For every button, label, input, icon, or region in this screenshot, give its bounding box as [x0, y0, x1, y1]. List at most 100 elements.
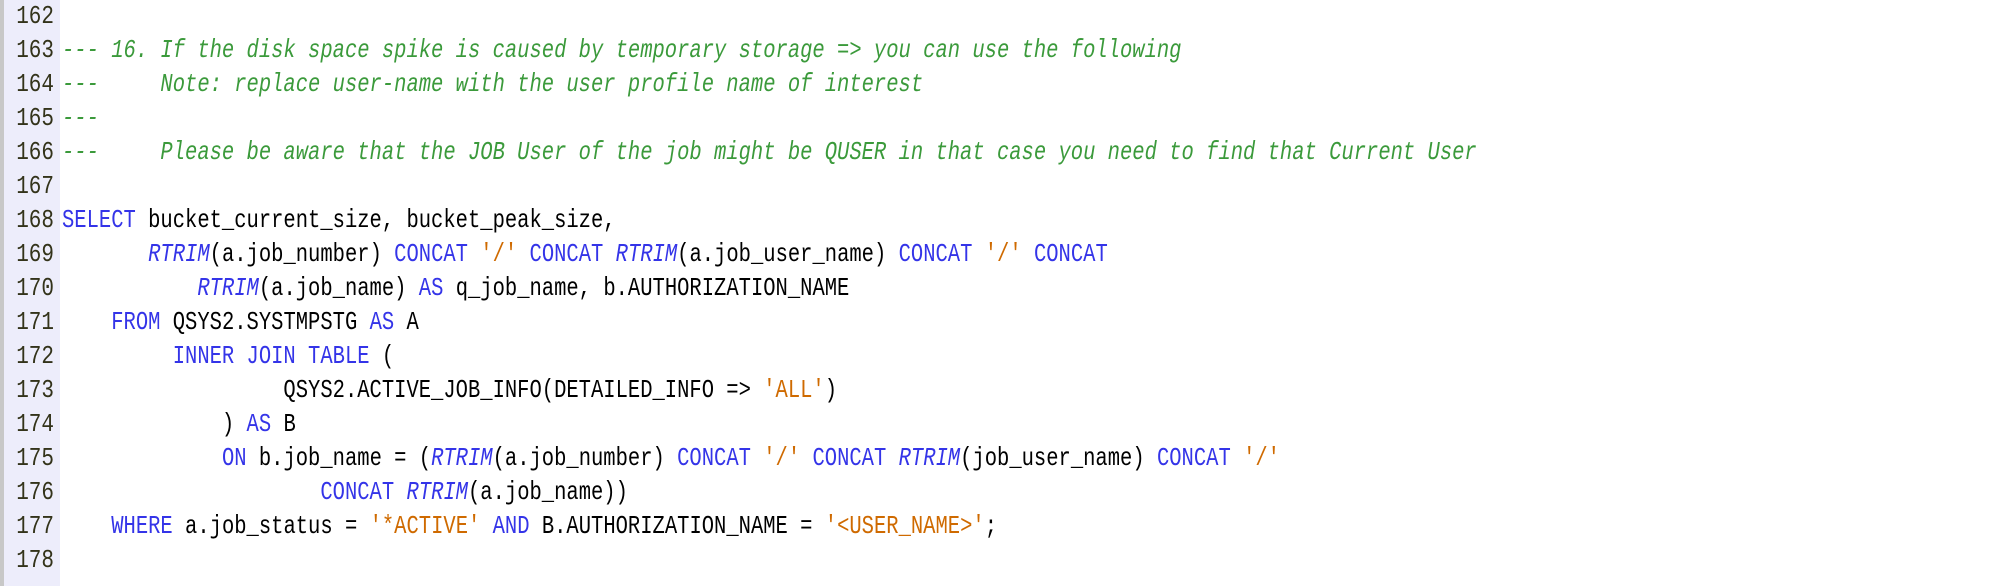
function-token: RTRIM	[197, 275, 259, 304]
line-code: INNER JOIN TABLE (	[62, 337, 394, 380]
code-text-token	[603, 241, 615, 270]
function-token: RTRIM	[406, 479, 468, 508]
keyword-token: AS	[418, 275, 444, 304]
line-number: 177	[16, 513, 54, 542]
line-number: 167	[16, 173, 54, 202]
comment-token: --- Please be aware that the JOB User of…	[62, 139, 1477, 168]
editor-border	[0, 0, 4, 586]
string-literal-token: '<USER_NAME>'	[824, 513, 985, 542]
code-line[interactable]: 164--- Note: replace user-name with the …	[0, 69, 2008, 103]
keyword-token: INNER JOIN TABLE	[172, 343, 370, 372]
code-line[interactable]: 169 RTRIM(a.job_number) CONCAT '/' CONCA…	[0, 239, 2008, 273]
code-text-token	[62, 241, 148, 270]
line-code: --- Note: replace user-name with the use…	[62, 65, 923, 108]
code-text-token: (a.job_name))	[467, 479, 628, 508]
function-token: RTRIM	[615, 241, 678, 270]
keyword-token: CONCAT	[898, 241, 973, 270]
code-text-token: QSYS2.ACTIVE_JOB_INFO(DETAILED_INFO =>	[62, 377, 764, 406]
code-text-token: a.job_status =	[172, 513, 370, 542]
keyword-token: CONCAT	[529, 241, 604, 270]
line-number: 170	[16, 275, 54, 304]
line-number: 172	[16, 343, 54, 372]
function-token: RTRIM	[898, 445, 961, 474]
line-number: 171	[16, 309, 54, 338]
comment-token: --- 16. If the disk space spike is cause…	[62, 37, 1182, 66]
code-text-token	[517, 241, 529, 270]
line-code: ---	[62, 99, 99, 142]
code-text-token: bucket_current_size, bucket_peak_size,	[135, 207, 616, 236]
code-text-token	[1022, 241, 1034, 270]
line-number: 162	[16, 3, 54, 32]
line-number-gutter	[4, 0, 60, 586]
line-number: 163	[16, 37, 54, 66]
line-code: WHERE a.job_status = '*ACTIVE' AND B.AUT…	[62, 507, 997, 550]
keyword-token: CONCAT	[1033, 241, 1108, 270]
code-line[interactable]: 171 FROM QSYS2.SYSTMPSTG AS A	[0, 307, 2008, 341]
code-text-token: q_job_name, b.AUTHORIZATION_NAME	[443, 275, 850, 304]
line-code: ) AS B	[62, 405, 296, 448]
code-line[interactable]: 178	[0, 545, 2008, 579]
code-line[interactable]: 162	[0, 1, 2008, 35]
code-text-token	[468, 241, 480, 270]
keyword-token: CONCAT	[320, 479, 395, 508]
code-text-token: )	[62, 411, 247, 440]
code-line[interactable]: 168 SELECT bucket_current_size, bucket_pe…	[0, 205, 2008, 239]
line-code: RTRIM(a.job_number) CONCAT '/' CONCAT RT…	[62, 235, 1108, 278]
line-code: --- Please be aware that the JOB User of…	[62, 133, 1477, 176]
code-line[interactable]: 170 RTRIM(a.job_name) AS q_job_name, b.A…	[0, 273, 2008, 307]
line-number: 175	[16, 445, 54, 474]
line-code: --- 16. If the disk space spike is cause…	[62, 31, 1181, 74]
code-line[interactable]: 175 ON b.job_name = ( RTRIM (a.job_number)…	[0, 443, 2008, 477]
keyword-token: CONCAT	[812, 445, 887, 474]
function-token: RTRIM	[148, 241, 210, 270]
keyword-token: CONCAT	[1156, 445, 1231, 474]
line-number: 168	[16, 207, 54, 236]
code-line[interactable]: 172 INNER JOIN TABLE (	[0, 341, 2008, 375]
code-text-token: b.job_name = (	[246, 445, 432, 474]
code-text-token: QSYS2.SYSTMPSTG	[160, 309, 370, 338]
line-code: CONCAT RTRIM(a.job_name))	[62, 473, 628, 516]
code-line[interactable]: 166--- Please be aware that the JOB User…	[0, 137, 2008, 171]
code-text-token: ;	[984, 513, 998, 542]
code-text-token	[62, 445, 222, 474]
code-text-token: A	[394, 309, 419, 338]
code-text-token: (a.job_number)	[209, 241, 395, 270]
code-line[interactable]: 174 ) AS B	[0, 409, 2008, 443]
code-text-token: (a.job_number)	[492, 445, 678, 474]
keyword-token: WHERE	[111, 513, 173, 542]
keyword-token: SELECT	[62, 207, 136, 236]
line-code: RTRIM(a.job_name) AS q_job_name, b.AUTHO…	[62, 269, 849, 312]
code-text-token: (a.job_user_name)	[677, 241, 899, 270]
code-text-token: B.AUTHORIZATION_NAME =	[529, 513, 825, 542]
code-text-token	[1231, 445, 1243, 474]
code-text-token	[800, 445, 812, 474]
code-text-token: (job_user_name)	[960, 445, 1157, 474]
code-line[interactable]: 177 WHERE a.job_status = '*ACTIVE' AND B…	[0, 511, 2008, 545]
code-text-token: (a.job_name)	[258, 275, 419, 304]
line-number: 178	[16, 547, 54, 576]
code-text-token: (	[369, 343, 395, 372]
code-text-token	[62, 309, 111, 338]
code-line[interactable]: 165 ---	[0, 103, 2008, 137]
code-line[interactable]: 173 QSYS2.ACTIVE_JOB_INFO(DETAILED_INFO …	[0, 375, 2008, 409]
code-line[interactable]: 176 CONCAT RTRIM(a.job_name))	[0, 477, 2008, 511]
keyword-token: ON	[221, 445, 247, 474]
code-text-token: )	[824, 377, 838, 406]
string-literal-token: '/'	[480, 241, 518, 270]
line-code: ON b.job_name = ( RTRIM (a.job_number) CON…	[62, 439, 1280, 482]
keyword-token: AS	[246, 411, 272, 440]
keyword-token: AND	[492, 513, 530, 542]
line-number: 165	[16, 105, 54, 134]
string-literal-token: '/'	[1243, 445, 1280, 474]
comment-token: --- Note: replace user-name with the use…	[62, 71, 924, 100]
string-literal-token: 'ALL'	[763, 377, 825, 406]
comment-token: ---	[62, 105, 99, 134]
code-line[interactable]: 163 --- 16. If the disk space spike is ca…	[0, 35, 2008, 69]
line-number: 173	[16, 377, 54, 406]
line-number: 169	[16, 241, 54, 270]
code-line[interactable]: 167	[0, 171, 2008, 205]
code-text-token	[480, 513, 492, 542]
string-literal-token: '/'	[984, 241, 1022, 270]
